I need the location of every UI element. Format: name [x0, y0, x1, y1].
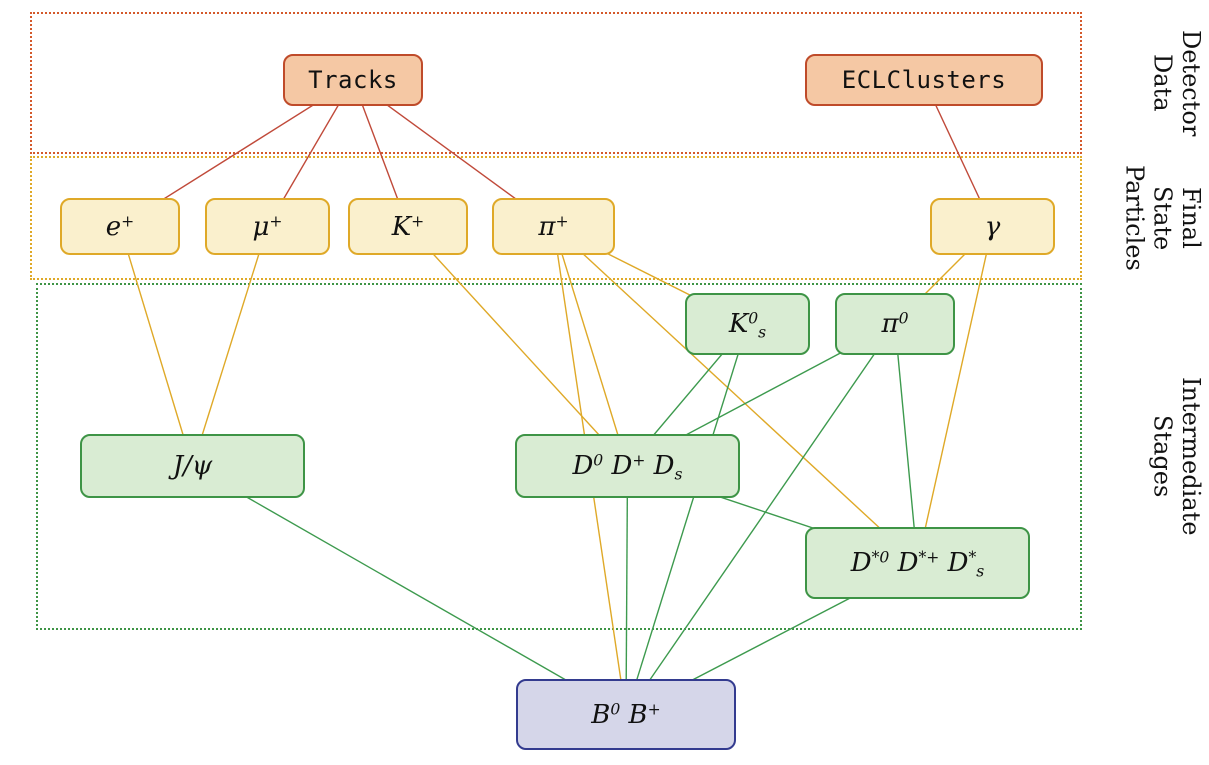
node-mu-plus: μ+: [205, 198, 330, 255]
node-pi-plus: π+: [492, 198, 615, 255]
node-pi-zero-label: π0: [881, 309, 909, 339]
node-eclclusters-label: ECLClusters: [841, 66, 1007, 94]
node-eclclusters: ECLClusters: [805, 54, 1043, 106]
detector-data-label: Detector Data: [1148, 29, 1205, 137]
node-jpsi-label: J/ψ: [172, 451, 213, 481]
node-k-short: K0s: [685, 293, 810, 355]
detector-data-region: [30, 12, 1082, 154]
node-dstar-mesons: D*0 D*+ D*s: [805, 527, 1030, 599]
node-pi-zero: π0: [835, 293, 955, 355]
final-state-particles-label: Final State Particles: [1120, 165, 1205, 271]
node-k-short-label: K0s: [728, 309, 767, 342]
node-d-mesons: D0 D+ Ds: [515, 434, 740, 498]
node-b-mesons-label: B0 B+: [591, 699, 661, 730]
node-mu-plus-label: μ+: [252, 211, 283, 242]
node-jpsi: J/ψ: [80, 434, 305, 498]
node-tracks-label: Tracks: [308, 66, 398, 94]
node-gamma: γ: [930, 198, 1055, 255]
node-dstar-mesons-label: D*0 D*+ D*s: [850, 548, 985, 581]
node-tracks: Tracks: [283, 54, 423, 106]
node-gamma-label: γ: [984, 211, 1001, 242]
node-k-plus-label: K+: [391, 211, 425, 242]
node-pi-plus-label: π+: [538, 211, 569, 242]
node-b-mesons: B0 B+: [516, 679, 736, 750]
node-d-mesons-label: D0 D+ Ds: [572, 451, 683, 484]
node-k-plus: K+: [348, 198, 468, 255]
node-e-plus-label: e+: [105, 211, 135, 242]
intermediate-stages-label: Intermediate Stages: [1148, 377, 1205, 536]
node-e-plus: e+: [60, 198, 180, 255]
